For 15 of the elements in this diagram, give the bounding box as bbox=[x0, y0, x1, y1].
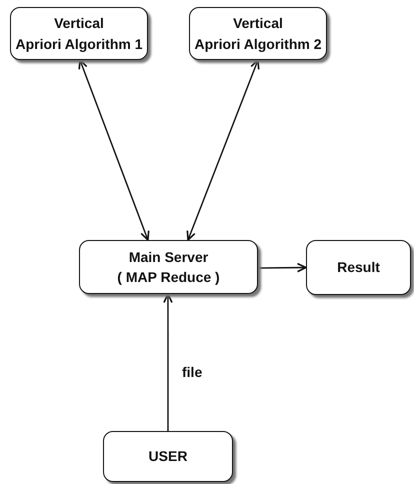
arrow bbox=[258, 262, 307, 272]
node-label: Vertical Apriori Algorithm 1 bbox=[15, 14, 143, 54]
rounded-process-box bbox=[10, 7, 148, 60]
node-label: Result bbox=[337, 258, 380, 278]
arrow bbox=[186, 59, 260, 241]
arrow bbox=[78, 59, 150, 241]
rounded-process-box bbox=[79, 240, 258, 294]
edge-label: file bbox=[180, 364, 204, 380]
arrow bbox=[163, 293, 173, 431]
rounded-process-box bbox=[103, 431, 233, 482]
rounded-process-box bbox=[189, 7, 327, 60]
node-label: Vertical Apriori Algorithm 2 bbox=[194, 14, 322, 54]
rounded-process-box bbox=[306, 240, 411, 295]
node-label: USER bbox=[148, 447, 188, 466]
node-label: Main Server ( MAP Reduce ) bbox=[117, 248, 220, 287]
